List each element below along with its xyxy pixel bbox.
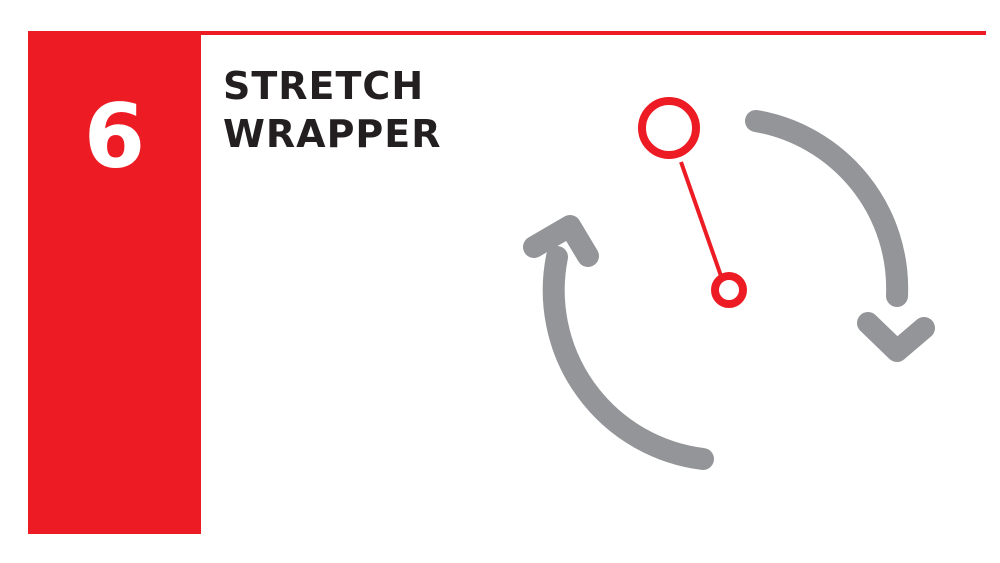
rotating-arm-icon: [638, 97, 747, 308]
step-title-line-1: STRETCH: [223, 64, 425, 108]
step-title-line-2: WRAPPER: [223, 112, 442, 156]
step-number-panel: 6: [28, 31, 201, 534]
arm-outer-circle-icon: [638, 97, 700, 159]
rotation-arrow-bottom-left-icon: [523, 215, 714, 470]
top-rule: [28, 31, 986, 35]
step-title: STRETCH WRAPPER: [223, 62, 442, 158]
step-number: 6: [83, 85, 146, 188]
rotation-arrow-top-right-icon: [745, 110, 935, 362]
arm-pivot-circle-icon: [711, 272, 747, 308]
